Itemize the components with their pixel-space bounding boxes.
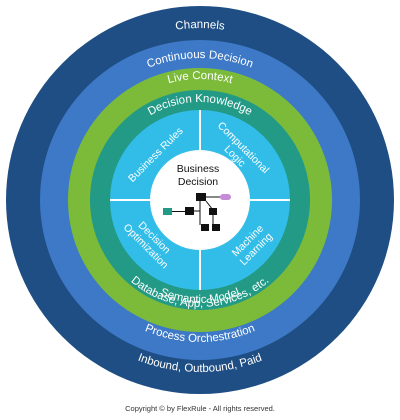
flexrule-decision-diagram: Channels Continuous Decision Live Contex… [6,6,394,394]
copyright-footer: Copyright © by FlexRule - All rights res… [125,404,275,413]
ring-label-channels: Channels [175,19,226,33]
center-label-line1: Business [177,163,220,175]
center-label-line2: Decision [178,176,218,188]
decision-flow-icon [163,193,231,231]
channels-label: Channels [175,19,226,33]
